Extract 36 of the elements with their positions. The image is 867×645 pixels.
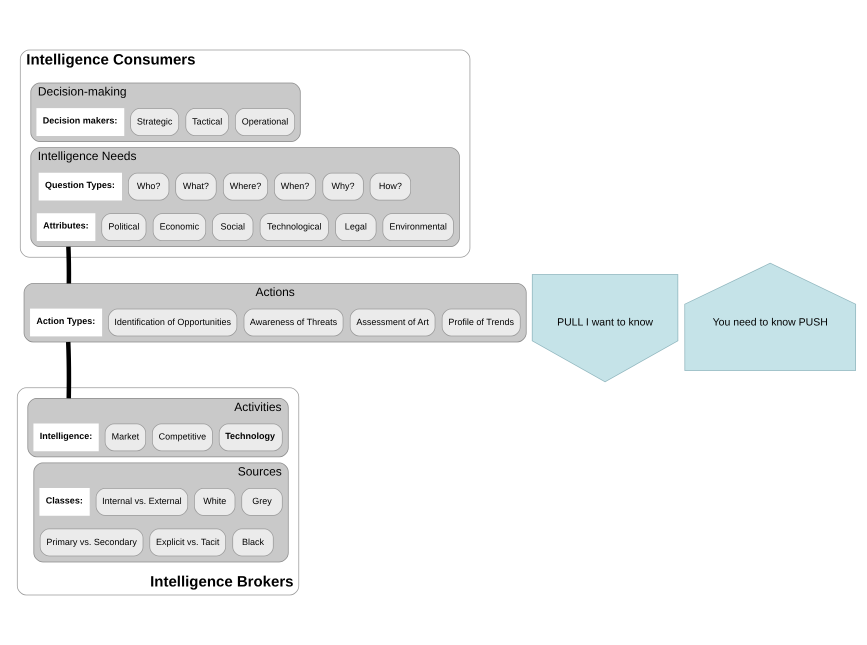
node-box: Tactical (185, 108, 229, 136)
node-box: Intelligence: (33, 423, 99, 452)
node-box: Social (212, 213, 254, 242)
node-box: Technology (218, 423, 283, 452)
node-box: Assessment of Art (350, 308, 436, 336)
node-box: Operational (234, 108, 296, 136)
node-box: Awareness of Threats (244, 308, 344, 336)
node-box: Action Types: (30, 308, 102, 336)
node-box: Strategic (130, 108, 180, 136)
node-box: Internal vs. External (96, 488, 188, 516)
node-box: Where? (222, 172, 268, 201)
node-box: Identification of Opportunities (108, 308, 238, 336)
node-box: Why? (322, 172, 364, 201)
node-box: White (194, 488, 236, 516)
node-box: Competitive (152, 423, 213, 452)
connector (66, 246, 72, 284)
node-box: Attributes: (36, 213, 96, 242)
node-box: Political (101, 213, 146, 242)
node-box: Black (232, 528, 274, 556)
node-box: Technological (260, 213, 329, 242)
node-box: What? (175, 172, 217, 201)
node-box: Question Types: (38, 172, 122, 201)
node-box: Primary vs. Secondary (40, 528, 144, 556)
node-box: How? (370, 172, 411, 201)
node-box: When? (274, 172, 316, 201)
node-box: Legal (335, 213, 376, 242)
node-box: Explicit vs. Tacit (149, 528, 226, 556)
node-box: Environmental (382, 213, 454, 242)
node-box: Profile of Trends (442, 308, 521, 336)
node-box: Market (104, 423, 146, 452)
node-box: Classes: (39, 488, 90, 516)
node-box: Economic (152, 213, 206, 242)
node-box: Who? (128, 172, 170, 201)
node-box: Grey (241, 488, 283, 516)
node-box: Decision makers: (36, 108, 124, 136)
connector (66, 342, 72, 398)
